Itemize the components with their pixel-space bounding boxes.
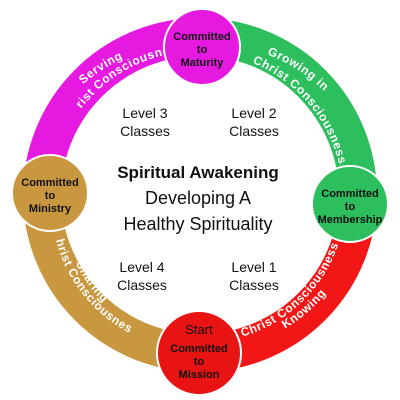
level-3-sublabel: Classes (120, 123, 170, 139)
serving-arc-sublabel: Christ Consciousness (0, 0, 171, 111)
level-4-label: Level 4 (119, 259, 164, 275)
node-committed-to-maturity: Committed to Maturity (163, 8, 241, 86)
center-title: Spiritual Awakening (117, 163, 279, 182)
node-line: Committed (21, 177, 78, 189)
node-committed-to-mission: Start Committed to Mission (156, 310, 242, 396)
level-3-label: Level 3 (122, 105, 167, 121)
node-committed-to-ministry: Committed to Ministry (11, 154, 89, 232)
center-subtitle-line1: Developing A (145, 188, 251, 208)
level-4-sublabel: Classes (117, 277, 167, 293)
node-line: to (197, 44, 208, 56)
node-line: Committed (173, 31, 230, 43)
node-line: Committed (321, 188, 378, 200)
node-line: to (194, 356, 205, 368)
level-2-sublabel: Classes (229, 123, 279, 139)
node-committed-to-membership: Committed to Membership (311, 165, 389, 243)
node-line: Ministry (29, 203, 72, 215)
node-line: Membership (318, 214, 383, 226)
node-line: Committed (170, 343, 227, 355)
node-line: Maturity (181, 57, 225, 69)
node-line: to (345, 201, 356, 213)
level-2-label: Level 2 (231, 105, 276, 121)
node-line: Mission (179, 369, 220, 381)
level-1-sublabel: Classes (229, 277, 279, 293)
node-line: to (45, 190, 56, 202)
center-subtitle-line2: Healthy Spirituality (123, 214, 272, 234)
level-1-label: Level 1 (231, 259, 276, 275)
node-start-label: Start (185, 322, 213, 337)
